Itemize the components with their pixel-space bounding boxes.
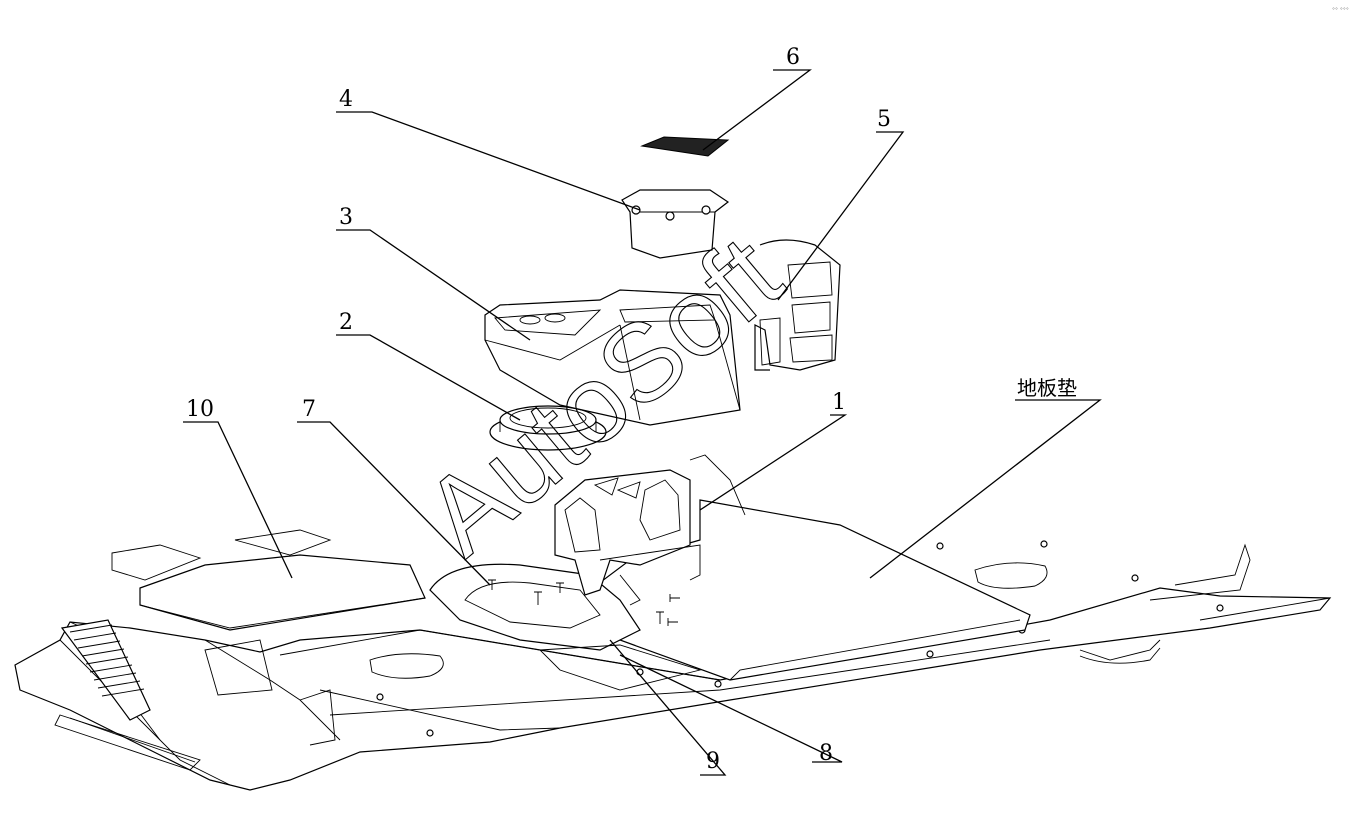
callout-floor-mat-label: 地板垫	[1017, 376, 1077, 400]
callout-6-label: 6	[786, 45, 800, 70]
part-2-boot-ring	[489, 405, 607, 451]
part-10-left-mat	[111, 529, 426, 631]
part-4-storage-box	[621, 189, 730, 259]
callout-10-label: 10	[186, 397, 214, 422]
corner-mark: °° °°°	[1332, 7, 1349, 14]
part-6-mat-pad	[640, 136, 730, 157]
callout-9-label: 9	[706, 749, 720, 774]
callout-1-label: 1	[832, 390, 846, 415]
callout-5-label: 5	[877, 107, 891, 132]
callout-3-label: 3	[339, 205, 353, 230]
callout-2-label: 2	[339, 310, 353, 335]
part-5-cup-holder	[754, 239, 841, 371]
callout-7-label: 7	[302, 397, 316, 422]
part-3-center-console	[484, 289, 741, 426]
floor-pan	[14, 540, 1332, 791]
part-1-console-bracket	[554, 469, 701, 606]
callout-4-label: 4	[339, 87, 353, 112]
leader-lines	[183, 69, 1102, 776]
callout-8-label: 8	[819, 741, 833, 766]
fasteners	[488, 579, 680, 626]
